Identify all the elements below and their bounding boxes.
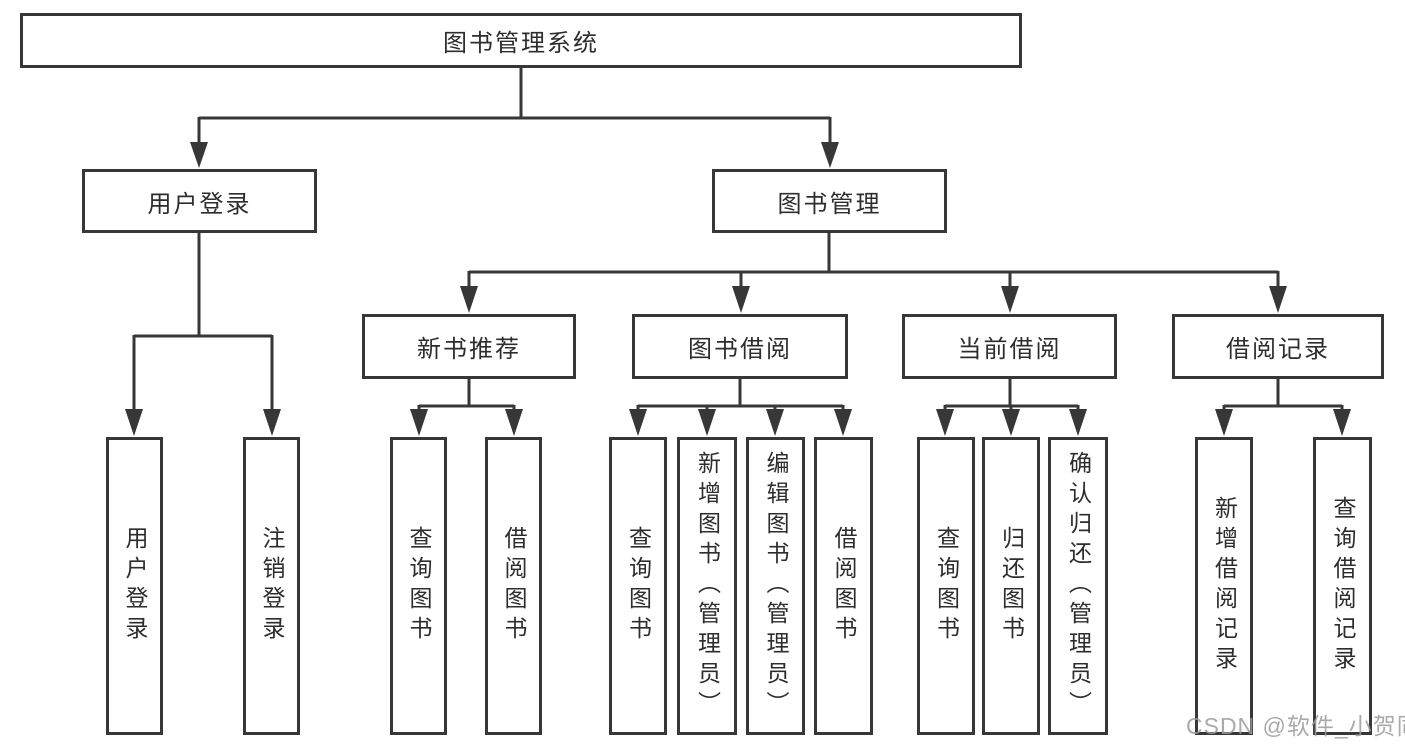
node-current-borrow-label: 当前借阅 <box>957 336 1062 363</box>
leaf-edit-book-admin-label: 编辑图书（管理员） <box>763 451 789 721</box>
node-book-management-label: 图书管理 <box>777 190 882 218</box>
connector-new-book-recommend-to-leaves <box>410 379 523 436</box>
node-root-system: 图书管理系统 <box>20 13 1022 68</box>
node-new-book-recommend: 新书推荐 <box>362 314 576 379</box>
leaf-query-book-recommend-label: 查询图书 <box>406 526 432 646</box>
leaf-logout-label: 注销登录 <box>259 526 285 646</box>
leaf-query-book-borrow: 查询图书 <box>609 437 667 735</box>
leaf-borrow-book-recommend-label: 借阅图书 <box>501 526 527 646</box>
node-book-borrow: 图书借阅 <box>632 314 848 379</box>
connector-user-login-to-leaves <box>125 233 281 436</box>
connector-book-borrow-to-leaves <box>629 379 852 436</box>
leaf-user-login: 用户登录 <box>106 437 163 735</box>
node-user-login-label: 用户登录 <box>147 190 252 218</box>
node-book-borrow-label: 图书借阅 <box>688 336 792 363</box>
leaf-user-login-label: 用户登录 <box>122 526 148 646</box>
connector-book-management-to-level3 <box>460 233 1287 313</box>
leaf-borrow-book-label: 借阅图书 <box>831 526 857 646</box>
leaf-edit-book-admin: 编辑图书（管理员） <box>746 437 805 735</box>
node-borrow-records-label: 借阅记录 <box>1226 336 1330 363</box>
node-root-system-label: 图书管理系统 <box>443 30 599 57</box>
leaf-return-book: 归还图书 <box>982 437 1040 735</box>
connector-root-to-level2 <box>190 68 839 168</box>
node-user-login: 用户登录 <box>82 169 317 233</box>
leaf-query-borrow-record: 查询借阅记录 <box>1313 437 1372 735</box>
leaf-query-book-current: 查询图书 <box>917 437 975 735</box>
leaf-query-book-recommend: 查询图书 <box>390 437 447 735</box>
csdn-watermark: CSDN @软件_小贺同学 <box>1186 713 1405 739</box>
leaf-borrow-book: 借阅图书 <box>814 437 873 735</box>
leaf-confirm-return-admin-label: 确认归还（管理员） <box>1065 451 1092 721</box>
leaf-add-book-admin-label: 新增图书（管理员） <box>694 451 721 721</box>
node-new-book-recommend-label: 新书推荐 <box>417 336 521 363</box>
leaf-return-book-label: 归还图书 <box>998 526 1025 646</box>
connector-current-borrow-to-leaves <box>936 379 1087 436</box>
node-book-management: 图书管理 <box>712 169 947 233</box>
leaf-add-borrow-record: 新增借阅记录 <box>1195 437 1253 735</box>
leaf-borrow-book-recommend: 借阅图书 <box>485 437 542 735</box>
node-borrow-records: 借阅记录 <box>1172 314 1384 379</box>
leaf-query-borrow-record-label: 查询借阅记录 <box>1330 496 1356 676</box>
leaf-add-borrow-record-label: 新增借阅记录 <box>1211 496 1238 676</box>
leaf-query-book-current-label: 查询图书 <box>933 526 960 646</box>
leaf-confirm-return-admin: 确认归还（管理员） <box>1048 437 1108 735</box>
leaf-query-book-borrow-label: 查询图书 <box>625 526 652 646</box>
leaf-add-book-admin: 新增图书（管理员） <box>677 437 737 735</box>
leaf-logout: 注销登录 <box>243 437 300 735</box>
node-current-borrow: 当前借阅 <box>902 314 1117 379</box>
connector-borrow-records-to-leaves <box>1215 379 1351 436</box>
